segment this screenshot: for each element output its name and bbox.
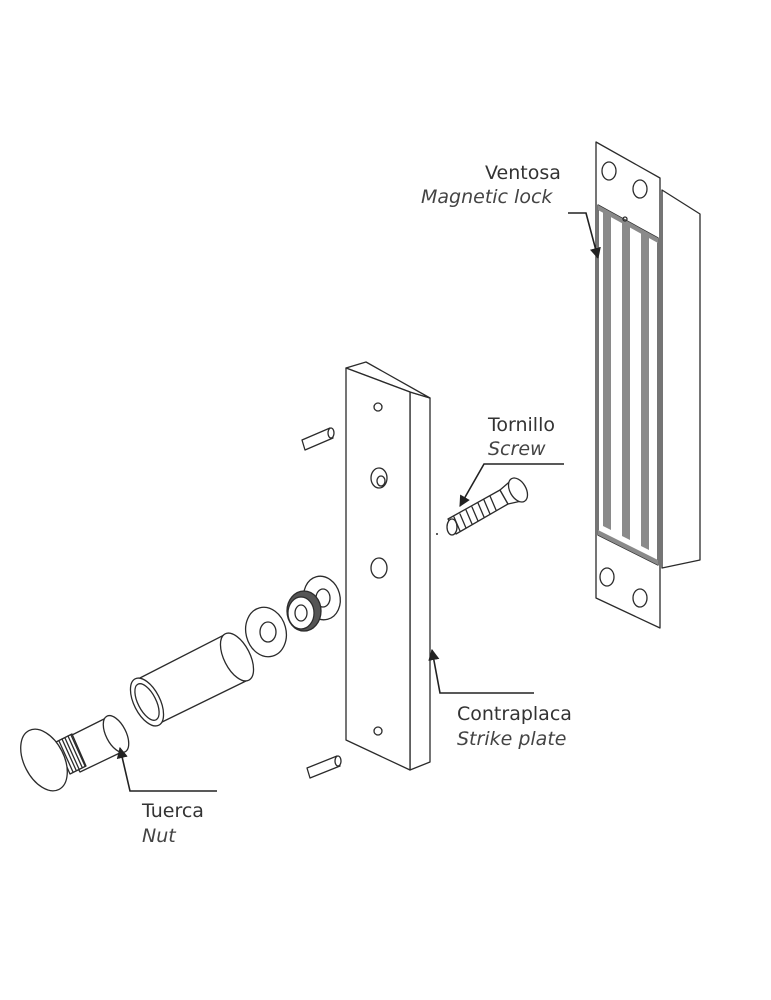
leader-nut (116, 746, 217, 792)
label-nut-en: Nut (142, 825, 176, 847)
sleeve (129, 632, 255, 727)
washer-flat (244, 606, 288, 658)
label-magnetic-lock-en: Magnetic lock (421, 186, 553, 208)
label-nut-es: Tuerca (142, 800, 204, 822)
leader-magnetic-lock (568, 212, 601, 260)
label-strike-plate-en: Strike plate (457, 728, 567, 750)
pin-top (301, 427, 335, 451)
label-screw-en: Screw (488, 438, 546, 460)
magnet-core (598, 205, 658, 565)
nut (20, 714, 130, 792)
leader-strike-plate (428, 648, 534, 694)
screw (446, 477, 529, 536)
lock-washer (286, 590, 322, 632)
label-strike-plate-es: Contraplaca (457, 703, 572, 725)
strike-plate (345, 361, 438, 771)
magnetic-lock (595, 141, 701, 629)
label-screw-es: Tornillo (488, 414, 555, 436)
label-magnetic-lock-es: Ventosa (485, 162, 561, 184)
leader-screw (459, 463, 564, 507)
pin-bottom (306, 755, 342, 779)
